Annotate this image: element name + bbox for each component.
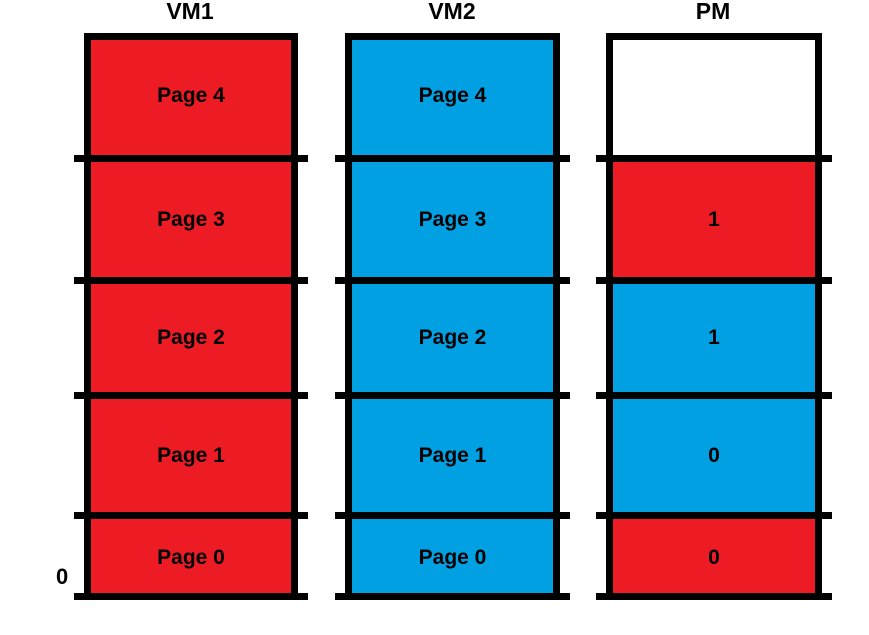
row-divider-rule — [74, 155, 308, 162]
row-divider-rule — [596, 155, 832, 162]
memory-cell-label: Page 2 — [418, 326, 487, 349]
row-divider-rule — [335, 392, 570, 399]
column-title-vm2: VM2 — [428, 0, 476, 24]
memory-cell-label: 0 — [708, 546, 720, 569]
column-border-left — [606, 33, 613, 600]
column-border-left — [84, 33, 91, 600]
column-bottom-rule — [335, 593, 570, 600]
column-top-rule — [84, 33, 298, 40]
memory-cell-label: 1 — [708, 207, 720, 231]
column-top-rule — [606, 33, 822, 40]
memory-cell[interactable]: Page 3 — [345, 158, 560, 280]
row-divider-rule — [335, 155, 570, 162]
memory-cell[interactable]: Page 0 — [84, 515, 298, 600]
memory-column-vm2: Page 4 Page 3 Page 2 Page 1 Page 0 — [335, 33, 570, 600]
memory-cell-label: Page 4 — [418, 84, 487, 107]
row-divider-rule — [74, 512, 308, 519]
memory-cell-label: Page 1 — [418, 443, 487, 467]
memory-cell-label: Page 0 — [418, 546, 487, 569]
column-top-rule — [345, 33, 560, 40]
memory-cell[interactable]: Page 1 — [345, 395, 560, 515]
column-border-right — [291, 33, 298, 600]
column-bottom-rule — [596, 593, 832, 600]
memory-column-vm1: Page 4 Page 3 Page 2 Page 1 Page 0 — [74, 33, 308, 600]
memory-cell[interactable]: 1 — [606, 158, 822, 280]
memory-cell-label: 1 — [708, 326, 720, 349]
memory-cell[interactable]: Page 0 — [345, 515, 560, 600]
row-divider-rule — [74, 392, 308, 399]
row-divider-rule — [596, 512, 832, 519]
column-border-left — [345, 33, 352, 600]
memory-cell-label: Page 1 — [157, 443, 225, 467]
memory-cell[interactable]: Page 4 — [345, 33, 560, 158]
column-title-vm1: VM1 — [166, 0, 214, 24]
memory-column-pm: 1 1 0 0 — [596, 33, 832, 600]
memory-cell-label: Page 3 — [157, 207, 225, 231]
memory-cell[interactable]: Page 2 — [345, 280, 560, 395]
column-bottom-rule — [74, 593, 308, 600]
memory-cell[interactable]: Page 1 — [84, 395, 298, 515]
memory-cell[interactable]: 0 — [606, 395, 822, 515]
memory-cell[interactable] — [606, 33, 822, 158]
memory-cell[interactable]: Page 3 — [84, 158, 298, 280]
memory-cell-label: 0 — [708, 443, 720, 467]
column-title-pm: PM — [695, 0, 731, 24]
row-divider-rule — [335, 512, 570, 519]
memory-cell[interactable]: 0 — [606, 515, 822, 600]
row-divider-rule — [335, 277, 570, 284]
column-border-right — [553, 33, 560, 600]
row-divider-rule — [74, 277, 308, 284]
memory-cell-label: Page 2 — [157, 326, 225, 349]
memory-cell[interactable]: 1 — [606, 280, 822, 395]
memory-cell-label: Page 4 — [157, 84, 225, 107]
memory-cell[interactable]: Page 2 — [84, 280, 298, 395]
memory-cell-label: Page 0 — [157, 546, 225, 569]
origin-axis-label: 0 — [56, 564, 69, 589]
column-border-right — [815, 33, 822, 600]
row-divider-rule — [596, 277, 832, 284]
memory-cell-label: Page 3 — [418, 207, 487, 231]
memory-cell[interactable]: Page 4 — [84, 33, 298, 158]
row-divider-rule — [596, 392, 832, 399]
